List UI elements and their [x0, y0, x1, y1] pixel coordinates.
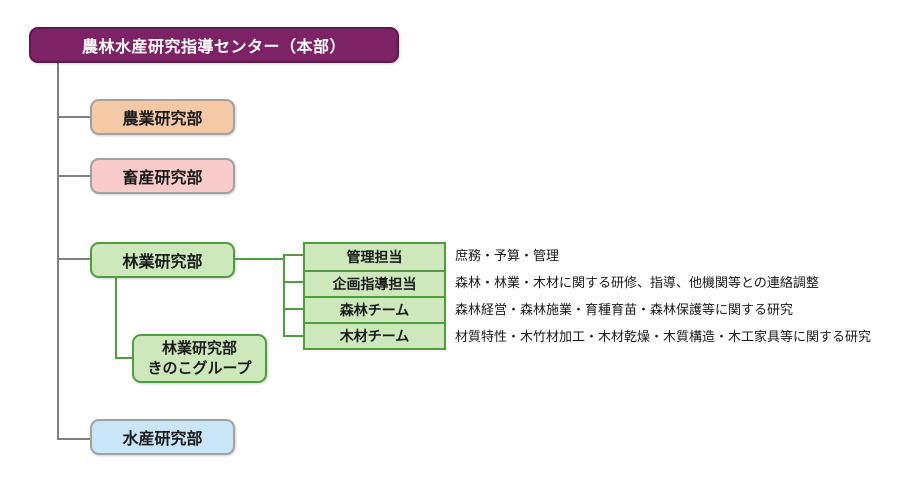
team-stub-line-1	[283, 281, 305, 283]
team-description-mokuzai: 材質特性・木竹材加工・木材乾燥・木質構造・木工家具等に関する研究	[455, 329, 872, 344]
branch-line-livestock	[57, 175, 92, 177]
team-description-shinrin: 森林経営・森林施業・育種育苗・森林保護等に関する研究	[455, 302, 794, 317]
dept-box-forestry: 林業研究部	[90, 242, 235, 278]
dept-box-fisheries: 水産研究部	[90, 419, 235, 455]
team-label: 森林チーム	[339, 302, 410, 318]
dept-label-forestry: 林業研究部	[122, 254, 203, 271]
team-row-kikaku: 企画指導担当	[305, 270, 444, 296]
branch-line-fisheries	[57, 438, 92, 440]
team-row-shinrin: 森林チーム	[305, 296, 444, 322]
team-row-mokuzai: 木材チーム	[305, 322, 444, 348]
team-label: 企画指導担当	[332, 276, 417, 292]
dept-box-livestock: 畜産研究部	[90, 158, 235, 194]
team-stub-line-2	[283, 308, 305, 310]
subgroup-connector-vertical	[115, 278, 117, 359]
dept-label-livestock: 畜産研究部	[122, 170, 203, 187]
branch-line-forestry	[57, 258, 92, 260]
root-box: 農林水産研究指導センター（本部）	[29, 27, 399, 63]
team-label: 木材チーム	[339, 328, 410, 344]
subgroup-connector-horizontal	[115, 357, 132, 359]
team-stub-line-0	[283, 254, 305, 256]
dept-label-fisheries: 水産研究部	[122, 431, 203, 448]
dept-label-agriculture: 農業研究部	[122, 111, 203, 128]
forestry-teams-table: 管理担当 企画指導担当 森林チーム 木材チーム	[303, 242, 446, 350]
team-stub-line-3	[283, 335, 305, 337]
branch-line-agriculture	[57, 116, 92, 118]
trunk-line	[57, 63, 59, 440]
subgroup-label: 林業研究部 きのこグループ	[147, 339, 252, 377]
dept-box-agriculture: 農業研究部	[90, 99, 235, 135]
team-row-kanri: 管理担当	[305, 244, 444, 270]
team-label: 管理担当	[346, 249, 403, 265]
team-description-kanri: 庶務・予算・管理	[455, 248, 560, 263]
root-label: 農林水産研究指導センター（本部）	[81, 39, 346, 56]
forestry-teams-connector-vertical	[283, 254, 285, 337]
forestry-teams-connector-horizontal	[235, 258, 283, 260]
team-description-kikaku: 森林・林業・木材に関する研修、指導、他機関等との連絡調整	[455, 275, 819, 290]
subgroup-box-mushroom: 林業研究部 きのこグループ	[132, 334, 267, 383]
